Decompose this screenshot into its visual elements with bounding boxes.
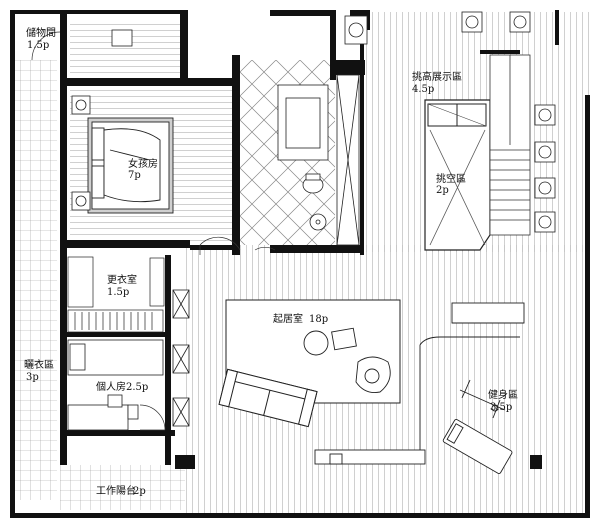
desk	[67, 394, 139, 431]
void-area-text: 2p	[436, 185, 449, 196]
activity-label: 起居室	[273, 312, 303, 325]
plant-icon	[461, 11, 483, 33]
hall-cabinets	[172, 289, 190, 427]
workshop-label: 工作陽台	[96, 484, 136, 497]
private-room-area: 2.5p	[126, 382, 148, 393]
closet-racks	[67, 256, 165, 333]
plant-icon	[534, 141, 556, 163]
treadmill-icon	[442, 419, 513, 474]
laundry-floor	[12, 60, 57, 500]
plant-icon	[534, 177, 556, 199]
bedroom-area: 7p	[128, 170, 141, 181]
void-label: 挑空區	[436, 172, 466, 185]
gym-label: 健身區	[488, 388, 518, 401]
closet-label: 更衣室	[107, 273, 137, 286]
loft-display-area: 4.5p	[412, 84, 434, 95]
top-corridor-floor	[70, 20, 185, 75]
plant-icons	[344, 11, 556, 233]
loft-display-label: 挑高展示區	[412, 70, 462, 83]
void-area	[424, 99, 491, 251]
plant-icon	[534, 104, 556, 126]
sofa-icon	[218, 368, 318, 428]
storage-label: 儲物間	[26, 26, 56, 39]
walls	[10, 10, 590, 518]
doors	[31, 31, 276, 431]
private-room-bed	[67, 339, 164, 376]
room-labels: 儲物間 1.5p 女孩房 7p 挑高展示區 4.5p 挑空區 2p 更衣室 1.…	[24, 26, 518, 497]
staircase	[489, 54, 531, 236]
plant-icon	[534, 211, 556, 233]
workshop-floor	[60, 465, 185, 510]
counter	[314, 449, 426, 465]
workshop-area: 2p	[133, 486, 146, 497]
weight-bench	[459, 379, 506, 419]
closet-area: 1.5p	[107, 287, 129, 298]
activity-area: 18p	[309, 314, 328, 325]
laundry-area: 3p	[26, 372, 39, 383]
sink-icon	[309, 213, 327, 231]
plant-icon	[344, 15, 368, 45]
gym-area: 3.5p	[490, 402, 512, 413]
table-icon	[303, 330, 329, 356]
bed-icon	[87, 117, 174, 214]
bedroom-label: 女孩房	[128, 157, 158, 170]
storage-area: 1.5p	[27, 40, 49, 51]
private-room-label: 個人房	[96, 380, 126, 393]
laundry-label: 曬衣區	[24, 358, 54, 371]
bath-cabinets	[277, 74, 360, 246]
bedside-tables	[71, 29, 133, 211]
chair-icon	[331, 327, 391, 393]
toilet-icon	[302, 173, 324, 194]
plant-icon	[509, 11, 531, 33]
gym-zone	[419, 302, 525, 450]
